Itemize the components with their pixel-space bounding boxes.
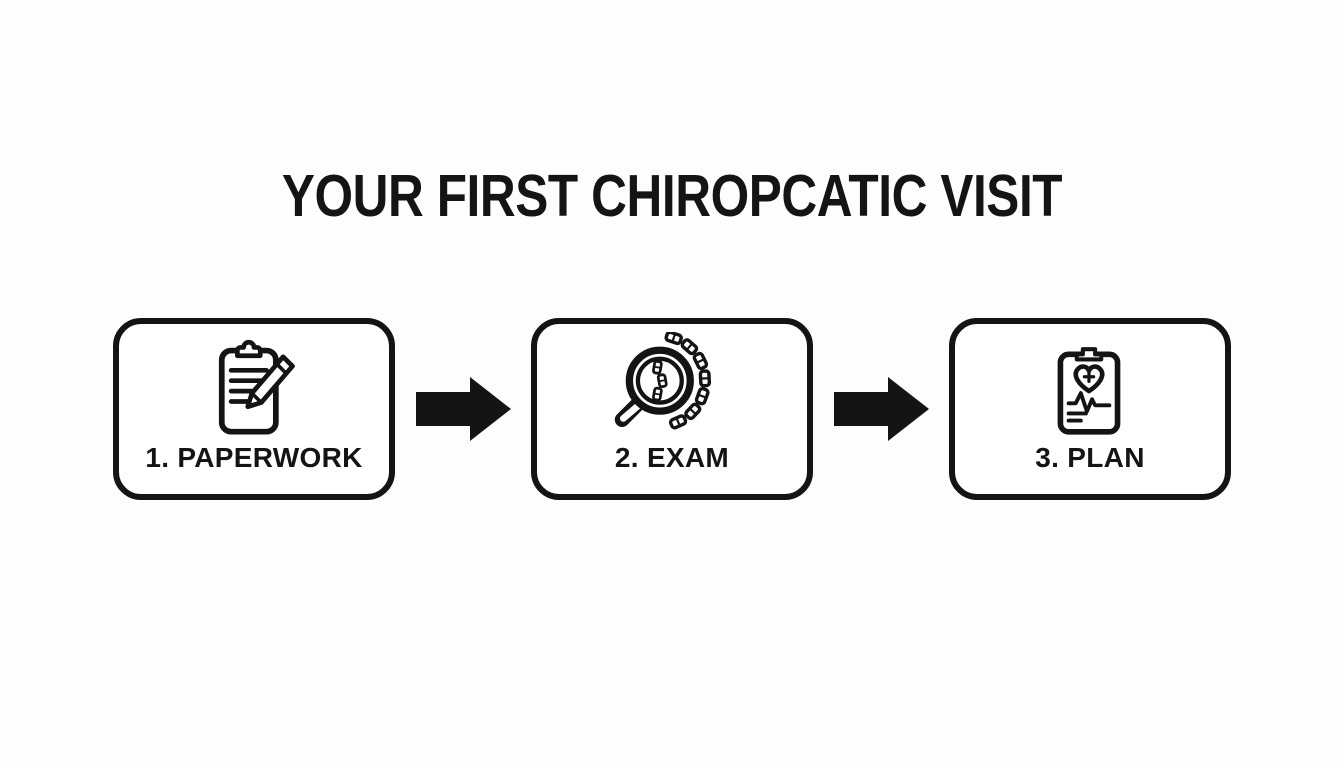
health-plan-clipboard-icon	[1044, 338, 1136, 445]
process-flow: 1. PAPERWORK	[0, 318, 1344, 500]
step-label: 3. PLAN	[1035, 442, 1145, 473]
step-card-paperwork: 1. PAPERWORK	[113, 318, 395, 500]
magnifier-spine-icon	[611, 329, 733, 449]
arrow-right-icon	[395, 318, 531, 500]
page-title: YOUR FIRST CHIROPCATIC VISIT	[281, 163, 1063, 229]
step-label: 1. PAPERWORK	[145, 442, 363, 473]
step-card-plan: 3. PLAN	[949, 318, 1231, 500]
step-label: 2. EXAM	[614, 442, 730, 473]
arrow-right-icon	[813, 318, 949, 500]
clipboard-pencil-icon	[207, 336, 301, 445]
step-card-exam: 2. EXAM	[531, 318, 813, 500]
